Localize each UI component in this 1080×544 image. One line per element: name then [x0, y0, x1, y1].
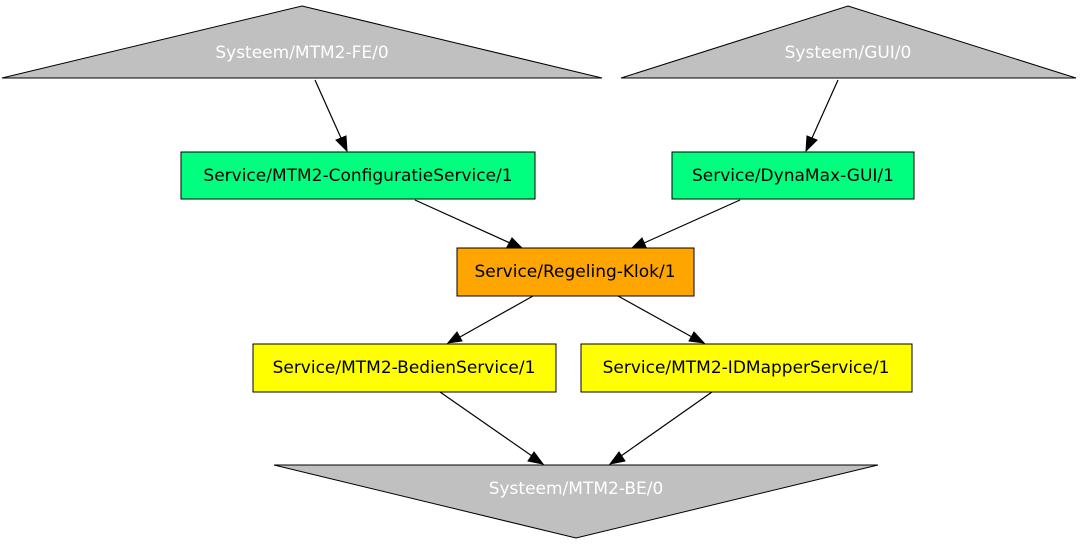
node-label: Service/Regeling-Klok/1	[474, 262, 675, 282]
service-box-shape	[180, 151, 536, 200]
node-systeem-mtm2-be[interactable]: Systeem/MTM2-BE/0	[273, 464, 879, 539]
node-label: Systeem/GUI/0	[785, 43, 912, 63]
edge-regeling-klok-to-bedien	[446, 295, 534, 344]
edge-bedien-to-mtm2-be	[439, 391, 545, 465]
edge-configuratie-to-regeling-klok	[414, 199, 524, 249]
service-box-shape	[671, 151, 915, 200]
node-systeem-mtm2-fe[interactable]: Systeem/MTM2-FE/0	[1, 5, 603, 79]
system-triangle-shape	[1, 5, 603, 79]
system-inverted-triangle-shape	[273, 464, 879, 539]
system-triangle-shape	[620, 5, 1077, 79]
node-service-dynamax-gui[interactable]: Service/DynaMax-GUI/1	[671, 151, 915, 200]
node-service-regeling-klok[interactable]: Service/Regeling-Klok/1	[456, 247, 695, 297]
node-systeem-gui[interactable]: Systeem/GUI/0	[620, 5, 1077, 79]
nodes: Systeem/MTM2-FE/0 Systeem/GUI/0 Service/…	[1, 5, 1077, 539]
service-box-shape	[456, 247, 695, 297]
node-service-bedien[interactable]: Service/MTM2-BedienService/1	[252, 343, 557, 393]
edge-mtm2-fe-to-configuratie	[314, 79, 348, 153]
node-label: Systeem/MTM2-BE/0	[489, 479, 664, 499]
edge-dynamax-gui-to-regeling-klok	[630, 199, 741, 249]
service-box-shape	[252, 343, 557, 393]
node-label: Service/MTM2-ConfiguratieService/1	[203, 166, 512, 186]
edges	[314, 79, 839, 465]
node-service-idmapper[interactable]: Service/MTM2-IDMapperService/1	[580, 343, 913, 393]
node-label: Service/MTM2-BedienService/1	[273, 358, 536, 378]
node-label: Service/DynaMax-GUI/1	[692, 166, 894, 186]
node-service-configuratie[interactable]: Service/MTM2-ConfiguratieService/1	[180, 151, 536, 200]
edge-idmapper-to-mtm2-be	[608, 391, 713, 465]
service-box-shape	[580, 343, 913, 393]
edge-gui-to-dynamax-gui	[805, 79, 839, 153]
node-label: Systeem/MTM2-FE/0	[215, 43, 388, 63]
node-label: Service/MTM2-IDMapperService/1	[603, 358, 890, 378]
edge-regeling-klok-to-idmapper	[617, 295, 706, 344]
